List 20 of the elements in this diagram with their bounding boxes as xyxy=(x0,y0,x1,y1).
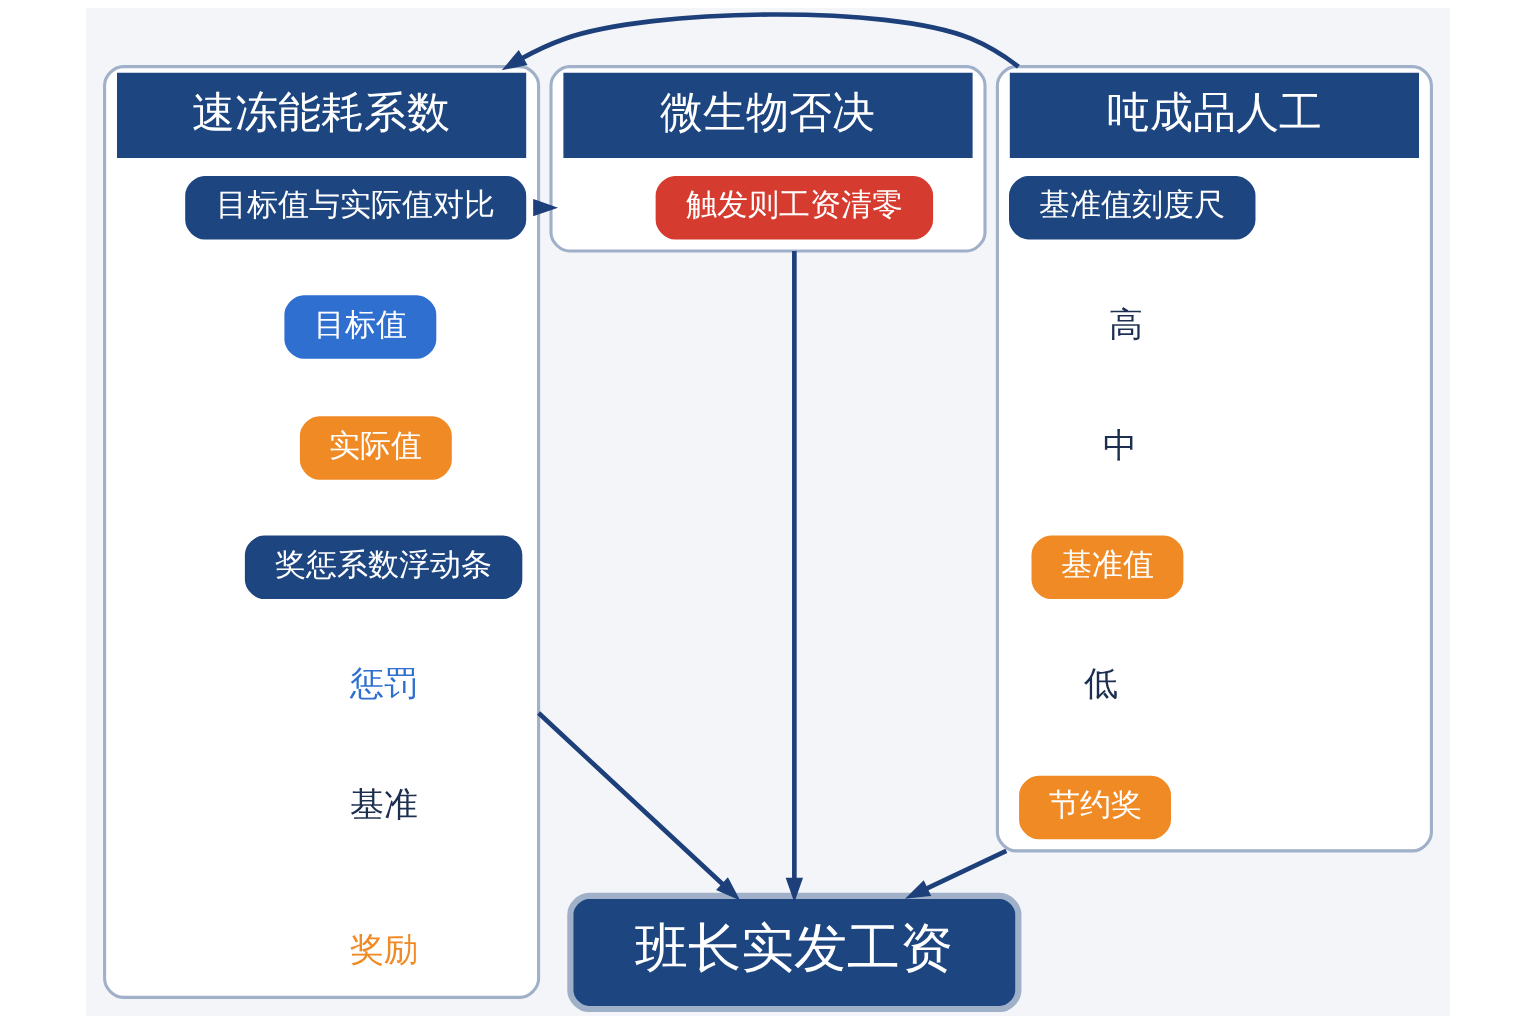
arrow xyxy=(501,12,1020,71)
label: 高 xyxy=(1109,303,1144,344)
node-box: 基准值刻度尺 xyxy=(1009,175,1256,240)
arrow xyxy=(533,198,559,217)
node-box: 目标值与实际值对比 xyxy=(185,175,527,240)
label: 奖励 xyxy=(349,929,418,970)
label: 惩罚 xyxy=(349,663,418,704)
node-box: 班长实发工资 xyxy=(567,892,1022,1013)
label: 基准 xyxy=(349,784,418,825)
node-box: 触发则工资清零 xyxy=(655,175,934,240)
label: 低 xyxy=(1084,663,1119,704)
node-box: 奖惩系数浮动条 xyxy=(244,535,523,600)
node-box: 目标值 xyxy=(284,295,437,359)
node-box: 基准值 xyxy=(1031,535,1184,600)
arrow xyxy=(537,711,741,901)
node-box: 实际值 xyxy=(299,416,452,480)
arrow xyxy=(905,848,1008,899)
arrow xyxy=(785,251,804,903)
node-box: 节约奖 xyxy=(1019,775,1171,840)
label: 中 xyxy=(1102,424,1137,465)
